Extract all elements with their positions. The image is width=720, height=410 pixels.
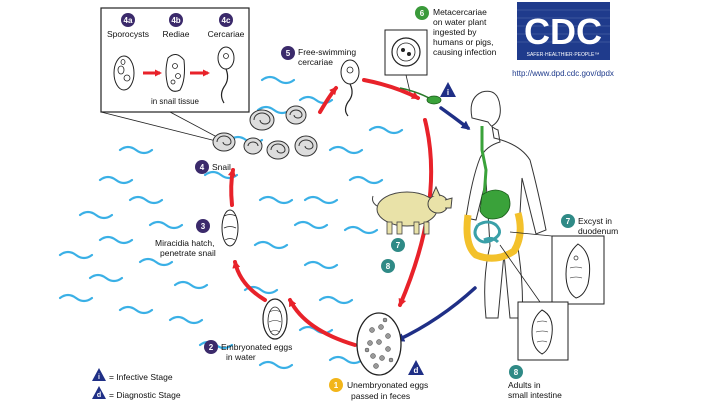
cdc-logo-text: CDC bbox=[524, 11, 602, 52]
pig-stage-7-badge: 7 bbox=[391, 238, 405, 252]
svg-text:4b: 4b bbox=[171, 16, 180, 25]
stage-1-label-line1: Unembryonated eggs bbox=[347, 380, 428, 390]
stage-7-badge: 7 bbox=[561, 214, 575, 228]
stage-8-label-line1: Adults in bbox=[508, 380, 541, 390]
diagnostic-stage-marker: d bbox=[408, 360, 424, 375]
svg-text:5: 5 bbox=[286, 49, 291, 58]
infective-stage-marker: i bbox=[440, 82, 456, 97]
stage-5-label-line1: Free-swimming bbox=[298, 47, 356, 57]
duodenum-callout-line bbox=[509, 231, 553, 237]
stage-2-badge: 2 bbox=[204, 340, 218, 354]
adult-worm-inset bbox=[517, 301, 569, 361]
human-arrows bbox=[395, 106, 477, 342]
miracidium-illustration bbox=[221, 209, 239, 247]
free-cercaria-illustration bbox=[340, 59, 360, 117]
intestine-callout-line bbox=[499, 244, 541, 303]
stage-6-label-line4: humans or pigs, bbox=[433, 37, 493, 47]
svg-text:2: 2 bbox=[209, 343, 214, 352]
stage-5-label-line2: cercariae bbox=[298, 57, 333, 67]
rediae-illustration bbox=[165, 54, 185, 92]
stage-1-badge: 1 bbox=[329, 378, 343, 392]
sporocysts-label: Sporocysts bbox=[107, 29, 149, 39]
svg-text:6: 6 bbox=[420, 9, 425, 18]
svg-text:8: 8 bbox=[386, 262, 391, 271]
legend-diagnostic-label: = Diagnostic Stage bbox=[109, 390, 181, 400]
water-plant-illustration bbox=[399, 87, 442, 105]
legend: i = Infective Stage d = Diagnostic Stage bbox=[92, 368, 181, 400]
human-digestive-tract bbox=[463, 126, 524, 262]
stage-7-label-line1: Excyst in bbox=[578, 216, 612, 226]
stage-3-label-line1: Miracidia hatch, bbox=[155, 238, 215, 248]
stage-6-label-line3: ingested by bbox=[433, 27, 477, 37]
svg-text:7: 7 bbox=[396, 241, 401, 250]
svg-text:d: d bbox=[414, 366, 419, 375]
snail-tissue-inset: 4a Sporocysts 4b Rediae 4c Cercariae bbox=[100, 7, 250, 146]
stage-6-badge: 6 bbox=[415, 6, 429, 20]
svg-text:d: d bbox=[97, 392, 101, 399]
stage-6-label-line2: on water plant bbox=[433, 17, 487, 27]
pig-illustration bbox=[372, 185, 453, 235]
svg-text:8: 8 bbox=[514, 368, 519, 377]
cdc-tagline: SAFER·HEALTHIER·PEOPLE™ bbox=[527, 52, 600, 58]
stage-4-badge: 4 bbox=[195, 160, 209, 174]
sporocyst-illustration bbox=[113, 55, 135, 91]
stage-5-badge: 5 bbox=[281, 46, 295, 60]
water-waves bbox=[58, 75, 404, 370]
rediae-label: Rediae bbox=[163, 29, 190, 39]
stage-7-label-line2: duodenum bbox=[578, 226, 618, 236]
snail-illustrations bbox=[212, 105, 318, 160]
cercaria-illustration bbox=[217, 46, 235, 104]
stage-6-label-line5: causing infection bbox=[433, 47, 497, 57]
legend-infective-label: = Infective Stage bbox=[109, 372, 173, 382]
inset-caption: in snail tissue bbox=[151, 97, 200, 106]
cdc-url[interactable]: http://www.dpd.cdc.gov/dpdx bbox=[512, 69, 614, 78]
excyst-inset bbox=[551, 235, 605, 305]
svg-text:1: 1 bbox=[334, 381, 339, 390]
stage-2-label-line2: in water bbox=[226, 352, 256, 362]
stage-4a-badge: 4a bbox=[121, 13, 135, 27]
svg-text:4: 4 bbox=[200, 163, 205, 172]
stage-4-label: Snail bbox=[212, 162, 231, 172]
legend-diagnostic-icon bbox=[92, 386, 106, 399]
stage-3-badge: 3 bbox=[196, 219, 210, 233]
unembryonated-egg-illustration bbox=[356, 312, 402, 376]
metacercaria-inset bbox=[384, 29, 428, 93]
svg-text:4c: 4c bbox=[222, 16, 231, 25]
stage-3-label-line2: penetrate snail bbox=[160, 248, 216, 258]
stage-4c-badge: 4c bbox=[219, 13, 233, 27]
legend-infective-icon bbox=[92, 368, 106, 381]
svg-text:3: 3 bbox=[201, 222, 206, 231]
stage-6-label-line1: Metacercariae bbox=[433, 7, 487, 17]
svg-text:i: i bbox=[447, 88, 449, 97]
pig-stage-8-badge: 8 bbox=[381, 259, 395, 273]
stage-8-badge: 8 bbox=[509, 365, 523, 379]
stage-2-label-line1: Embryonated eggs bbox=[221, 342, 292, 352]
stage-8-label-line2: small intestine bbox=[508, 390, 562, 400]
svg-text:7: 7 bbox=[566, 217, 571, 226]
stage-1-label-line2: passed in feces bbox=[351, 391, 410, 401]
cdc-logo: CDC SAFER·HEALTHIER·PEOPLE™ bbox=[517, 2, 610, 60]
embryonated-egg-illustration bbox=[262, 298, 288, 340]
cercariae-label: Cercariae bbox=[208, 29, 245, 39]
stage-4b-badge: 4b bbox=[169, 13, 183, 27]
svg-text:i: i bbox=[98, 374, 100, 381]
svg-text:4a: 4a bbox=[124, 16, 133, 25]
